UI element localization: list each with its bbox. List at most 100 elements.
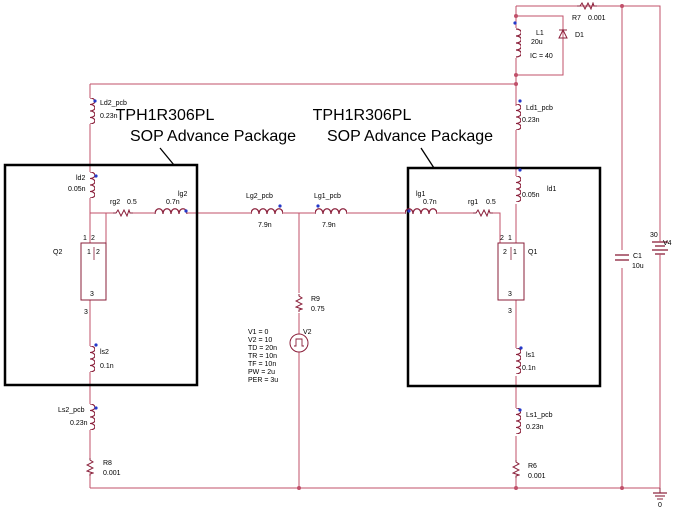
- d1-name: D1: [575, 32, 584, 39]
- junction-dot: [514, 73, 518, 77]
- lg2-dot: [184, 209, 188, 213]
- package-frame-right: [406, 166, 602, 388]
- ls2-pcb-dot: [94, 406, 98, 410]
- package-title-right: TPH1R306PL: [313, 107, 412, 124]
- ld1-pcb-name: Ld1_pcb: [526, 105, 553, 112]
- q1-mosfet[interactable]: Q1 2 1 2 1 3 3: [497, 235, 537, 315]
- lg1-value: 0.7n: [423, 199, 437, 206]
- r6-name: R6: [528, 463, 537, 470]
- lg2-pcb-inductor[interactable]: Lg2_pcb 7.9n: [246, 193, 283, 229]
- lg2-pcb-dot: [278, 204, 282, 208]
- r7-value: 0.001: [588, 15, 606, 22]
- ld2-pcb-name: Ld2_pcb: [100, 100, 127, 107]
- q1-name: Q1: [528, 249, 537, 256]
- l1-value: 20u: [531, 39, 543, 46]
- ls2-pcb-value: 0.23n: [70, 420, 88, 427]
- r8-resistor[interactable]: R8 0.001: [86, 458, 121, 477]
- ls2-value: 0.1n: [100, 363, 114, 370]
- ls1-pcb-inductor[interactable]: Ls1_pcb 0.23n: [515, 408, 553, 434]
- junctions: [297, 4, 624, 490]
- lg1-pcb-inductor[interactable]: Lg1_pcb 7.9n: [314, 193, 347, 229]
- v4-name: V4: [663, 240, 672, 247]
- q2-pin-2-inner: 2: [96, 249, 100, 256]
- lg2-pcb-name: Lg2_pcb: [246, 193, 273, 200]
- package-title-left: TPH1R306PL: [116, 107, 215, 124]
- ld2-value: 0.05n: [68, 186, 86, 193]
- lg1-pcb-name: Lg1_pcb: [314, 193, 341, 200]
- q2-pin-1-top: 1: [83, 235, 87, 242]
- ground-label: 0: [658, 502, 662, 509]
- c1-capacitor[interactable]: C1 10u: [615, 253, 644, 270]
- lg2-name: lg2: [178, 191, 187, 198]
- ld1-pcb-inductor[interactable]: Ld1_pcb 0.23n: [515, 99, 553, 130]
- d1-diode[interactable]: D1: [558, 28, 584, 39]
- junction-dot: [620, 486, 624, 490]
- r7-resistor[interactable]: R7 0.001: [572, 2, 606, 22]
- rg2-value: 0.5: [127, 199, 137, 206]
- ld1-inductor[interactable]: ld1 0.05n: [515, 168, 556, 202]
- r6-value: 0.001: [528, 473, 546, 480]
- lg1-dot: [407, 209, 411, 213]
- q2-pin-3-inner: 3: [90, 291, 94, 298]
- v4-dc-source[interactable]: 30 V4: [650, 232, 672, 262]
- ls1-name: ls1: [526, 352, 535, 359]
- junction-dot: [297, 486, 301, 490]
- package-box-right: TPH1R306PL SOP Advance Package: [313, 107, 602, 388]
- ls1-dot: [519, 346, 523, 350]
- package-box-left: TPH1R306PL SOP Advance Package: [3, 107, 296, 387]
- q1-pin-3-outer: 3: [508, 308, 512, 315]
- r6-resistor[interactable]: R6 0.001: [512, 460, 546, 480]
- l1-ic: IC = 40: [530, 53, 553, 60]
- package-subtitle-right: SOP Advance Package: [327, 128, 493, 145]
- rg2-resistor[interactable]: rg2 0.5: [110, 199, 137, 217]
- l1-dot: [513, 21, 517, 25]
- l1-inductor[interactable]: L1 20u IC = 40: [513, 21, 553, 60]
- junction-dot: [620, 4, 624, 8]
- wires: [89, 5, 661, 489]
- v4-value: 30: [650, 232, 658, 239]
- ld2-pcb-dot: [93, 99, 97, 103]
- ls1-inductor[interactable]: ls1 0.1n: [515, 346, 536, 374]
- ls2-name: ls2: [100, 349, 109, 356]
- r9-resistor[interactable]: R9 0.75: [295, 293, 325, 313]
- ls2-inductor[interactable]: ls2 0.1n: [89, 343, 114, 372]
- q1-pin-1-inner: 1: [513, 249, 517, 256]
- junction-dot: [514, 14, 518, 18]
- ld2-pcb-value: 0.23n: [100, 113, 118, 120]
- ld2-inductor[interactable]: ld2 0.05n: [68, 172, 98, 198]
- ld1-pcb-dot: [518, 99, 522, 103]
- q2-mosfet[interactable]: Q2 1 2 1 2 3 3: [53, 235, 107, 316]
- c1-name: C1: [633, 253, 642, 260]
- rg1-resistor[interactable]: rg1 0.5: [468, 199, 496, 217]
- junction-dot: [514, 486, 518, 490]
- ld1-dot: [518, 168, 522, 172]
- lg2-inductor[interactable]: lg2 0.7n: [154, 191, 188, 215]
- ld2-pcb-inductor[interactable]: Ld2_pcb 0.23n: [89, 98, 127, 124]
- ls1-pcb-value: 0.23n: [526, 424, 544, 431]
- r8-name: R8: [103, 460, 112, 467]
- v2-param-tr: TR = 10n: [248, 353, 277, 360]
- q2-pin-3-outer: 3: [84, 309, 88, 316]
- ls2-pcb-name: Ls2_pcb: [58, 407, 85, 414]
- v2-param-pw: PW = 2u: [248, 369, 275, 376]
- ls2-dot: [94, 343, 98, 347]
- c1-value: 10u: [632, 263, 644, 270]
- v2-param-td: TD = 20n: [248, 345, 277, 352]
- l1-name: L1: [536, 30, 544, 37]
- lg1-inductor[interactable]: lg1 0.7n: [405, 191, 437, 215]
- ground-symbol: 0: [653, 488, 667, 509]
- v2-pulse-source[interactable]: V2 V1 = 0 V2 = 10 TD = 20n TR = 10n TF =…: [248, 329, 312, 384]
- ld1-name: ld1: [547, 186, 556, 193]
- ls2-pcb-inductor[interactable]: Ls2_pcb 0.23n: [58, 404, 98, 430]
- package-pointer-left: [159, 147, 175, 166]
- q2-name: Q2: [53, 249, 62, 256]
- v2-name: V2: [303, 329, 312, 336]
- r8-value: 0.001: [103, 470, 121, 477]
- v2-param-tf: TF = 10n: [248, 361, 276, 368]
- v2-param-v1: V1 = 0: [248, 329, 269, 336]
- r9-name: R9: [311, 296, 320, 303]
- q1-pin-2-inner: 2: [503, 249, 507, 256]
- r9-value: 0.75: [311, 306, 325, 313]
- rg2-name: rg2: [110, 199, 120, 206]
